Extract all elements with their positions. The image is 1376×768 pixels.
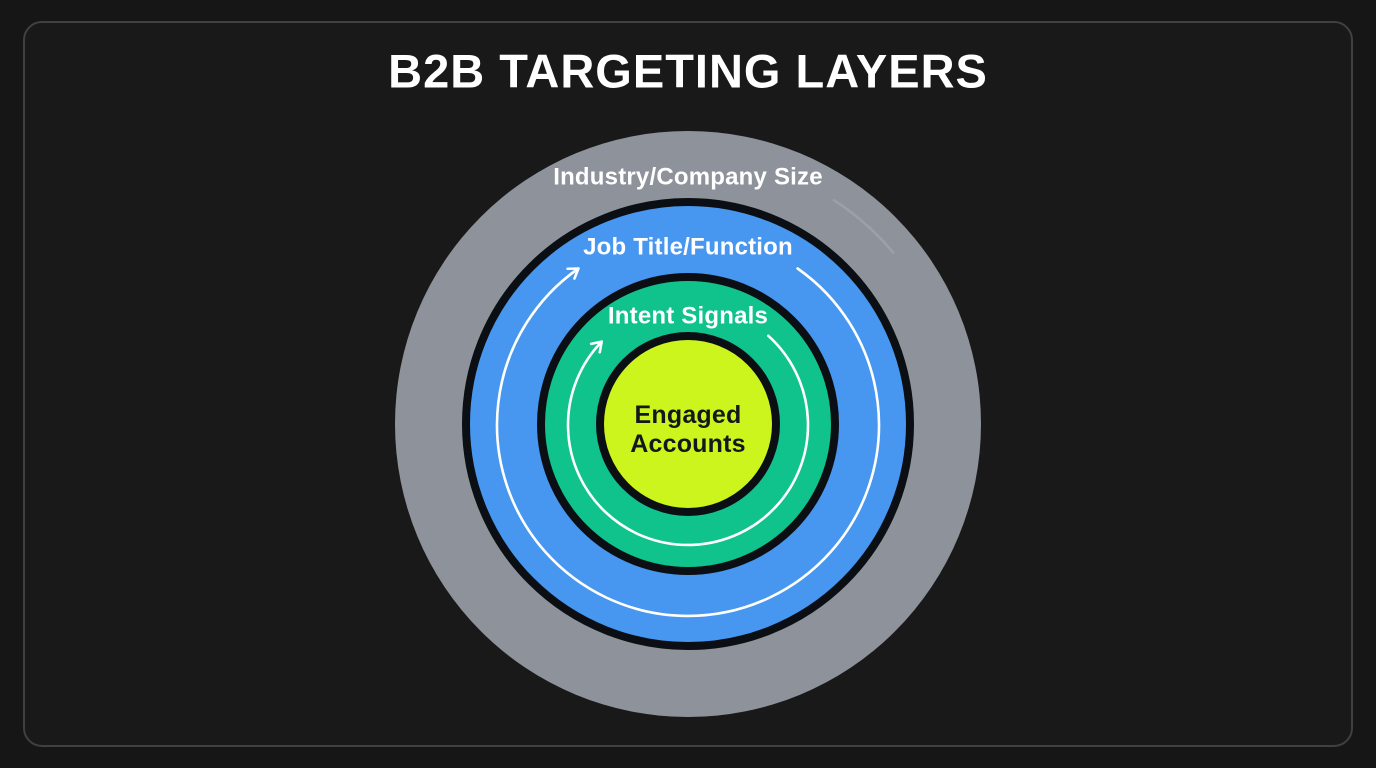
label-engaged-accounts-line1: Engaged xyxy=(635,401,742,429)
page-title: B2B TARGETING LAYERS xyxy=(388,45,988,98)
clockwise-arrow-blue-ring xyxy=(495,267,881,618)
label-engaged-accounts-line2: Accounts xyxy=(630,430,746,458)
label-industry-company-size: Industry/Company Size xyxy=(553,164,823,191)
layer-circle-engaged-accounts xyxy=(596,332,780,516)
gray-ring-highlight-arc xyxy=(832,198,895,254)
label-job-title-function: Job Title/Function xyxy=(583,234,793,261)
label-intent-signals: Intent Signals xyxy=(608,303,768,330)
clockwise-arrow-green-ring xyxy=(566,334,810,547)
slide-frame-border xyxy=(23,21,1353,747)
